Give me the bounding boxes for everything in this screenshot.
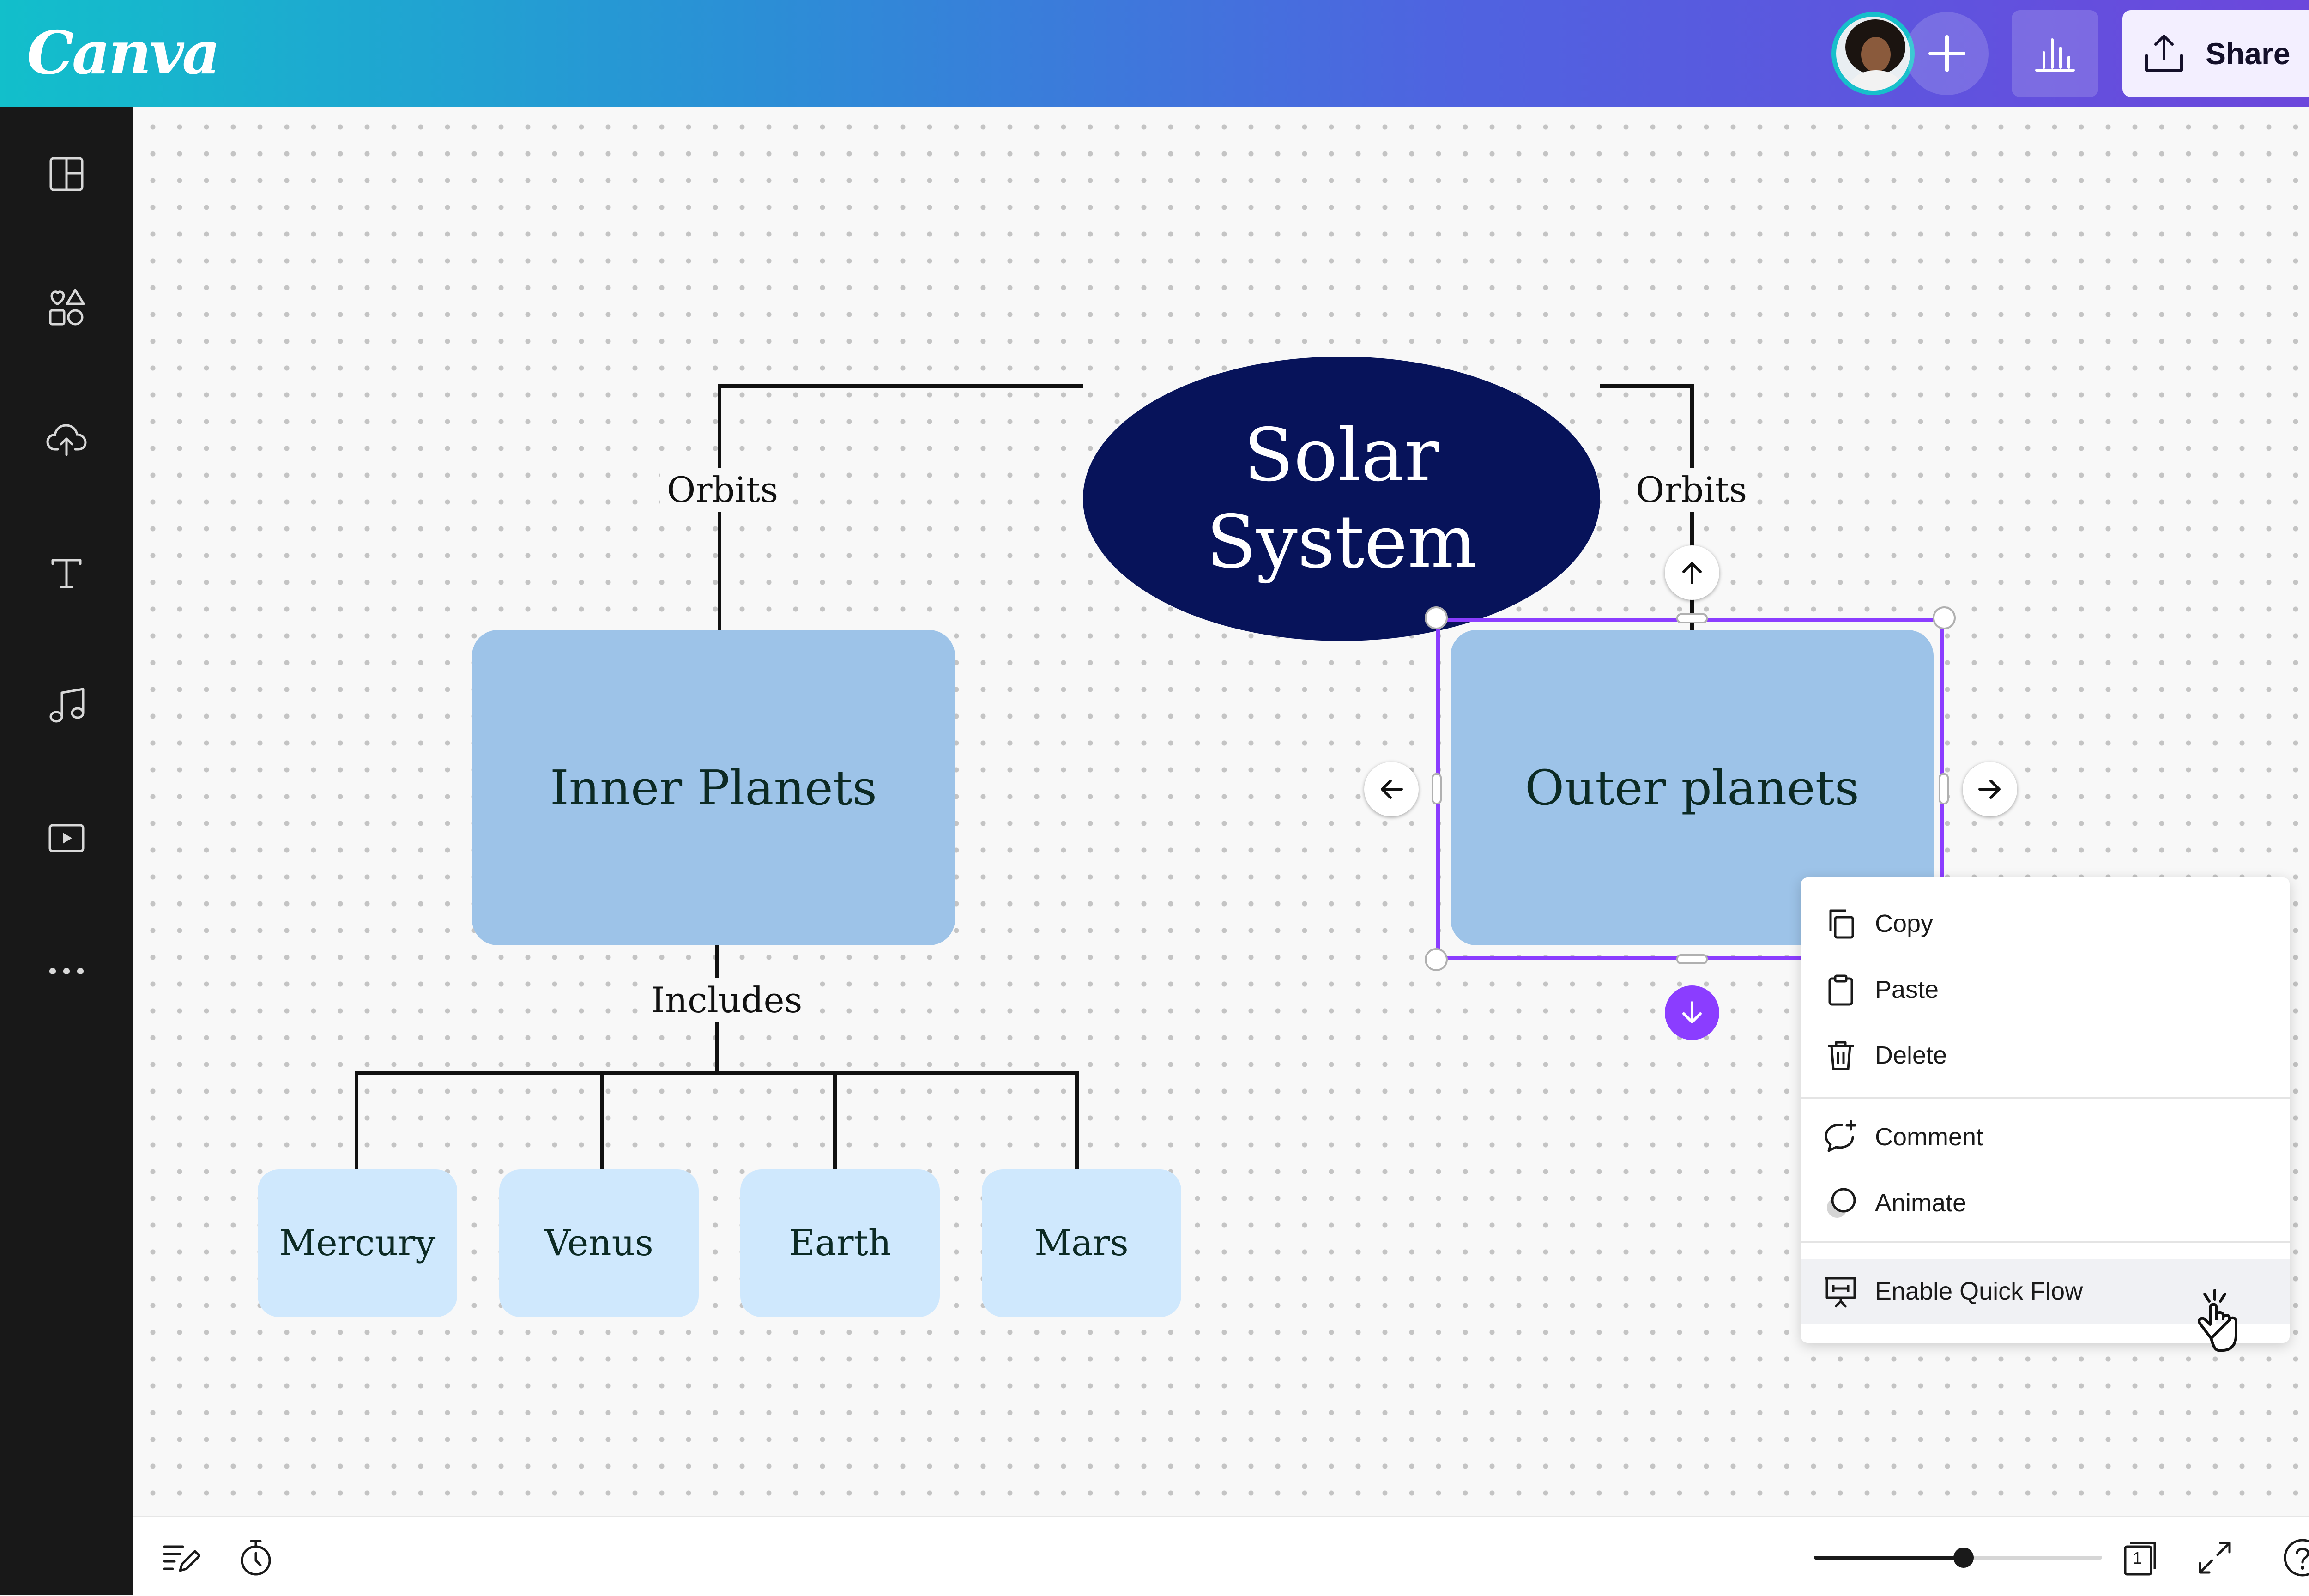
bar-chart-icon — [2035, 38, 2075, 72]
sidebar-item-more[interactable] — [43, 948, 90, 994]
menu-item-enable-quick-flow[interactable]: Enable Quick Flow — [1801, 1259, 2290, 1324]
solar-system-node[interactable]: Solar System — [1083, 357, 1600, 641]
add-node-right-button[interactable] — [1963, 762, 2017, 816]
share-button[interactable]: Share — [2122, 10, 2309, 97]
clipboard-icon — [1823, 972, 1858, 1007]
help-circle-icon — [2284, 1539, 2309, 1577]
sidebar-item-uploads[interactable] — [43, 417, 90, 463]
menu-item-copy[interactable]: Copy — [1801, 893, 2290, 954]
planet-label: Mars — [1034, 1222, 1129, 1264]
planet-node-mercury[interactable]: Mercury — [258, 1169, 457, 1317]
fullscreen-button[interactable] — [2193, 1536, 2237, 1580]
planet-label: Mercury — [279, 1222, 436, 1264]
sidebar-item-audio[interactable] — [43, 683, 90, 729]
sidebar-item-text[interactable] — [43, 549, 90, 595]
notes-button[interactable] — [159, 1536, 203, 1580]
resize-handle-top-left[interactable] — [1425, 606, 1448, 629]
hand-pointer-cursor-icon — [2198, 1289, 2237, 1352]
arrow-up-icon — [1682, 562, 1702, 584]
menu-separator — [1801, 1097, 2290, 1099]
planet-node-earth[interactable]: Earth — [740, 1169, 940, 1317]
inner-planets-label: Inner Planets — [550, 759, 877, 816]
add-node-left-button[interactable] — [1364, 762, 1419, 816]
plus-icon — [1928, 35, 1965, 72]
menu-item-label: Enable Quick Flow — [1875, 1277, 2083, 1305]
copy-icon — [1823, 906, 1858, 941]
resize-handle-right[interactable] — [1939, 773, 1949, 804]
resize-handle-bottom[interactable] — [1676, 954, 1708, 964]
inner-planets-node[interactable]: Inner Planets — [472, 630, 955, 945]
right-orbits-label[interactable]: Orbits — [1629, 468, 1754, 512]
design-layout-icon — [49, 157, 84, 191]
upload-icon — [2145, 35, 2183, 72]
user-avatar[interactable] — [1831, 12, 1915, 95]
comment-add-icon — [1823, 1119, 1858, 1155]
resize-handle-top-right[interactable] — [1933, 606, 1956, 629]
video-play-icon — [48, 824, 85, 852]
menu-item-label: Delete — [1875, 1041, 1947, 1069]
trash-icon — [1823, 1038, 1858, 1073]
menu-item-label: Animate — [1875, 1189, 1967, 1217]
sidebar-item-design[interactable] — [43, 151, 90, 197]
elements-shapes-icon — [49, 289, 85, 326]
share-label: Share — [2206, 36, 2291, 71]
arrow-right-icon — [1978, 780, 2001, 799]
timer-button[interactable] — [234, 1536, 278, 1580]
sidebar-item-elements[interactable] — [43, 284, 90, 330]
arrow-down-icon — [1682, 1001, 1702, 1023]
expand-arrows-icon — [2199, 1542, 2231, 1574]
diagram-title: Solar System — [1206, 413, 1477, 585]
stopwatch-icon — [241, 1540, 271, 1576]
pages-icon — [2124, 1542, 2156, 1576]
resize-handle-left[interactable] — [1432, 773, 1442, 804]
resize-handle-bottom-left[interactable] — [1425, 948, 1448, 971]
resize-handle-top[interactable] — [1676, 613, 1708, 623]
top-bar: Canva Share — [0, 0, 2309, 107]
menu-item-comment[interactable]: Comment — [1801, 1106, 2290, 1167]
text-icon — [51, 559, 82, 588]
outer-planets-label: Outer planets — [1525, 759, 1859, 816]
canva-logo[interactable]: Canva — [27, 18, 220, 88]
avatar-face — [1861, 37, 1891, 72]
more-dots-icon — [49, 968, 84, 974]
left-sidebar — [0, 107, 133, 1595]
presentation-icon — [1823, 1274, 1858, 1309]
context-menu: Copy Paste Delete Comment Animate Enable… — [1801, 877, 2290, 1343]
menu-item-label: Copy — [1875, 910, 1934, 937]
add-collaborator-button[interactable] — [1905, 12, 1989, 95]
zoom-slider[interactable] — [1814, 1548, 2102, 1568]
music-note-icon — [49, 688, 85, 723]
add-node-down-button[interactable] — [1665, 985, 1719, 1040]
includes-label[interactable]: Includes — [645, 978, 809, 1022]
menu-item-label: Comment — [1875, 1123, 1983, 1151]
menu-item-paste[interactable]: Paste — [1801, 959, 2290, 1020]
page-count: 1 — [2133, 1548, 2142, 1567]
zoom-slider-fill — [1814, 1556, 1964, 1560]
planet-label: Venus — [544, 1222, 653, 1264]
menu-separator — [1801, 1241, 2290, 1243]
planet-node-mars[interactable]: Mars — [982, 1169, 1181, 1317]
menu-item-label: Paste — [1875, 976, 1939, 1004]
animate-icon — [1823, 1185, 1858, 1221]
zoom-slider-handle[interactable] — [1953, 1548, 1974, 1568]
pages-button[interactable]: 1 — [2118, 1536, 2162, 1580]
menu-item-delete[interactable]: Delete — [1801, 1025, 2290, 1086]
arrow-left-icon — [1381, 780, 1403, 799]
bottom-toolbar: 1 — [133, 1516, 2309, 1596]
upload-cloud-icon — [46, 424, 87, 456]
help-button[interactable] — [2280, 1536, 2309, 1580]
sidebar-item-videos[interactable] — [43, 815, 90, 861]
menu-item-animate[interactable]: Animate — [1801, 1173, 2290, 1233]
add-node-up-button[interactable] — [1665, 545, 1719, 600]
planet-node-venus[interactable]: Venus — [499, 1169, 699, 1317]
avatar-body — [1849, 70, 1903, 91]
left-orbits-label[interactable]: Orbits — [660, 468, 785, 512]
planet-label: Earth — [788, 1222, 892, 1264]
insights-button[interactable] — [2012, 10, 2098, 97]
notes-pencil-icon — [163, 1545, 200, 1572]
